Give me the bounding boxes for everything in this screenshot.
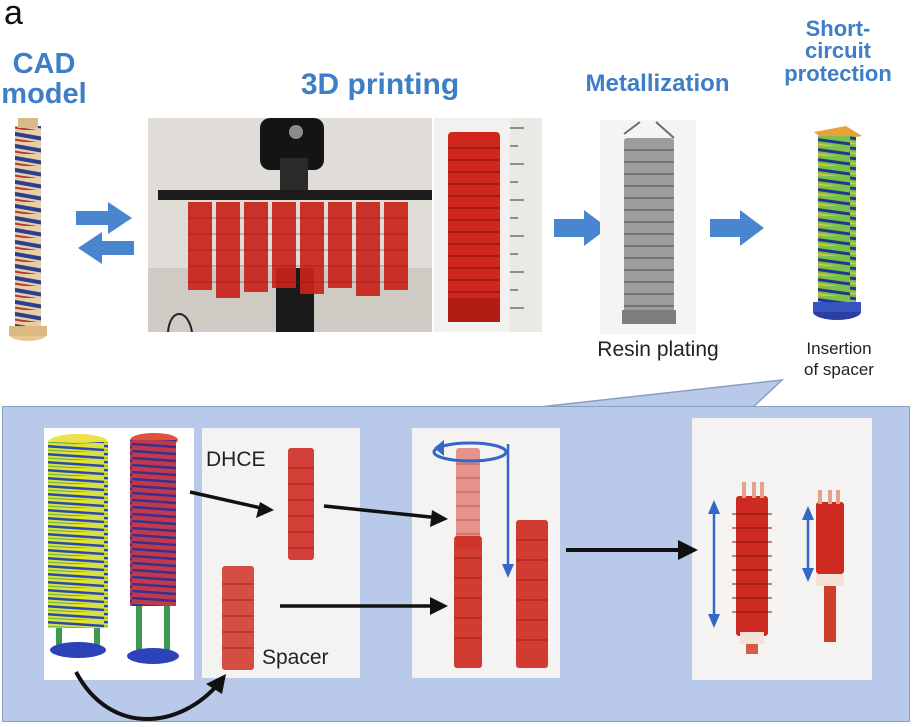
- label-spacer: Spacer: [262, 646, 329, 669]
- assembled-dhce-small-image: [816, 502, 844, 574]
- step-title-3d-printing: 3D printing: [300, 68, 460, 101]
- arrow-right-to-protection-icon: [710, 210, 764, 246]
- arrow-right-icon: [76, 202, 132, 234]
- dhce-lowering-image: [456, 448, 480, 548]
- arrow-cad-to-spacer-curved-icon: [74, 671, 222, 721]
- step-title-short-circuit-protection: Short- circuit protection: [784, 16, 892, 86]
- step-title-metallization: Metallization: [585, 70, 730, 97]
- cad-model-coil-image: [9, 118, 47, 341]
- spacer-part-image: [222, 566, 254, 670]
- cad-spacer-models-frame: [44, 428, 194, 680]
- caption-resin-plating: Resin plating: [597, 338, 719, 361]
- metallized-dhce-photo: [600, 120, 696, 334]
- final-assembled-photo-frame: [692, 418, 872, 680]
- label-dhce: DHCE: [206, 448, 266, 471]
- arrow-dhce-to-assembly-icon: [323, 504, 441, 520]
- panel-label: a: [4, 0, 23, 32]
- step-title-cad-model: CAD model: [1, 48, 87, 110]
- rotation-arrow-icon: [432, 441, 508, 463]
- bidirectional-arrows: [76, 202, 134, 264]
- protected-coil-image: [813, 126, 862, 320]
- caption-insertion-of-spacer: Insertion of spacer: [804, 339, 874, 379]
- bottom-flow-arrows: [74, 490, 698, 721]
- assembly-photo-frame: [412, 428, 560, 678]
- arrow-cad-to-dhce-icon: [189, 490, 271, 512]
- spacer-in-assembly-image: [454, 536, 482, 668]
- assembled-dhce-large-image: [736, 496, 768, 636]
- arrow-right-to-metallization-icon: [554, 210, 608, 246]
- 3d-printing-photo: [148, 118, 432, 332]
- printed-dhce-with-ruler-photo: [434, 118, 542, 332]
- dhce-and-spacer-photo-frame: [202, 428, 360, 678]
- arrow-left-icon: [78, 232, 134, 264]
- second-spacer-image: [516, 520, 548, 668]
